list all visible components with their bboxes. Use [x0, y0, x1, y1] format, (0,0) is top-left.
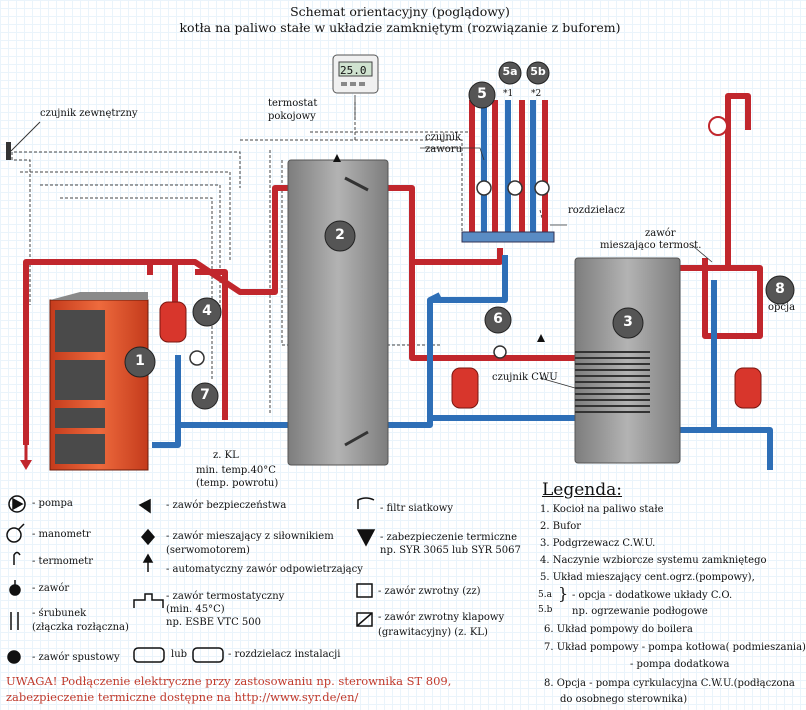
air-vent-icon	[333, 154, 341, 162]
buffer-tank	[287, 159, 389, 466]
valve-sensor-label-1: czujnik	[425, 132, 462, 143]
legend-item-5ab-2: np. ogrzewanie podłogowe	[572, 606, 708, 617]
legend-item-5ab-1: - opcja - dodatkowe układy C.O.	[572, 590, 733, 601]
badge-5a: 5a	[502, 65, 518, 78]
legend-item-7: 7. Układ pompowy - pompa kotłowa( podmie…	[544, 642, 806, 653]
outdoor-sensor-label: czujnik zewnętrzny	[40, 108, 138, 119]
legend-item-5: 5. Układ mieszający cent.ogrz.(pompowy),	[540, 572, 755, 583]
badge-2: 2	[335, 227, 345, 243]
badge-4: 4	[202, 303, 212, 319]
circuit-pumps	[189, 180, 550, 366]
badge-3: 3	[623, 314, 633, 330]
symbol-pump-desc: - pompa	[32, 498, 73, 509]
symbol-manifold-desc: - rozdzielacz instalacji	[228, 649, 341, 660]
symbol-thermal-protection-desc-1: - zabezpieczenie termiczne	[380, 532, 518, 543]
legend-symbols	[6, 495, 376, 664]
dhw-sensor-label: czujnik CWU	[492, 372, 558, 383]
symbol-or-word: lub	[171, 649, 188, 660]
mixing-thermostatic-label-2: mieszająco termost.	[600, 240, 702, 251]
return-min-temp-label-1: min. temp.40°C	[196, 465, 276, 476]
option-label: opcja	[768, 302, 796, 313]
symbol-strainer-desc: - filtr siatkowy	[380, 503, 454, 514]
check-valve-kl-label: z. KL	[213, 450, 239, 461]
symbol-thermal-protection-desc-2: np. SYR 3065 lub SYR 5067	[380, 545, 521, 556]
cold-pipes	[152, 100, 773, 470]
badge-5: 5	[477, 86, 487, 102]
room-thermostat-label-2: pokojowy	[268, 111, 316, 122]
room-thermostat-icon	[332, 54, 379, 94]
legend-item-8b: do osobnego sterownika)	[560, 694, 688, 705]
symbol-swing-check-desc-2: (grawitacyjny) (z. KL)	[378, 627, 488, 638]
hot-pipes	[23, 93, 763, 445]
symbol-air-vent-desc: - automatyczny zawór odpowietrzający	[166, 564, 363, 575]
mixing-thermostatic-label-1: zawór	[645, 228, 676, 239]
symbol-thermostatic-valve-desc-3: np. ESBE VTC 500	[166, 617, 261, 628]
air-vent-icon-2	[537, 334, 545, 342]
symbol-mixing-valve-desc-1: - zawór mieszający z siłownikiem	[166, 531, 334, 542]
component-badges	[124, 61, 795, 410]
symbol-mixing-valve-desc-2: (serwomotorem)	[166, 545, 250, 556]
room-thermostat-label-1: termostat	[268, 98, 318, 109]
symbol-union-desc-2: (złączka rozłączna)	[32, 622, 129, 633]
symbol-union-desc-1: - śrubunek	[32, 608, 87, 619]
symbol-thermostatic-valve-desc-2: (min. 45°C)	[166, 604, 225, 615]
legend-item-8: 8. Opcja - pompa cyrkulacyjna C.W.U.(pod…	[544, 678, 795, 689]
badge-1: 1	[135, 353, 145, 369]
badge-6: 6	[493, 311, 503, 327]
symbol-swing-check-desc-1: - zawór zwrotny klapowy	[378, 612, 505, 623]
label-leaders	[354, 95, 713, 389]
page-title-line-1: Schemat orientacyjny (poglądowy)	[290, 4, 510, 19]
star-1-label: *1	[503, 89, 514, 99]
symbol-manometer-desc: - manometr	[32, 529, 91, 540]
star-2-label: *2	[531, 89, 542, 99]
symbol-check-valve-desc: - zawór zwrotny (zz)	[378, 586, 481, 597]
warning-line-2: zabezpieczenie termiczne dostępne na htt…	[6, 690, 359, 704]
legend-item-1: 1. Kocioł na paliwo stałe	[540, 504, 664, 515]
legend-sub-5b: 5.b	[538, 605, 553, 615]
legend-item-3: 3. Podgrzewacz C.W.U.	[540, 538, 656, 549]
legend-title: Legenda:	[542, 480, 622, 500]
radiator-icon	[708, 116, 728, 136]
badge-5b: 5b	[530, 65, 546, 78]
legend-item-7b: - pompa dodatkowa	[630, 659, 730, 670]
symbol-drain-valve-desc: - zawór spustowy	[32, 652, 120, 663]
dhw-tank	[574, 257, 681, 464]
return-min-temp-label-2: (temp. powrotu)	[196, 478, 279, 489]
symbol-thermometer-desc: - termometr	[32, 556, 93, 567]
outdoor-sensor-icon	[6, 121, 41, 160]
legend-brace: }	[558, 584, 569, 603]
boiler	[49, 292, 149, 471]
legend-item-6: 6. Układ pompowy do boilera	[544, 624, 693, 635]
badge-8: 8	[775, 281, 785, 297]
distributor-label: rozdzielacz	[568, 205, 625, 216]
page-title-line-2: kotła na paliwo stałe w układzie zamknię…	[179, 20, 621, 35]
symbol-thermostatic-valve-desc-1: - zawór termostatyczny	[166, 591, 285, 602]
badge-7: 7	[200, 387, 210, 403]
legend-item-2: 2. Bufor	[540, 521, 582, 532]
distributor-manifold	[461, 231, 555, 243]
expansion-vessels	[159, 301, 762, 409]
symbol-valve-desc: - zawór	[32, 583, 70, 594]
valve-sensor-label-2: zaworu	[425, 144, 463, 155]
legend-item-4: 4. Naczynie wzbiorcze systemu zamknięteg…	[540, 555, 767, 566]
dhw-coil	[575, 351, 650, 413]
symbol-safety-valve-desc: - zawór bezpieczeństwa	[166, 500, 287, 511]
drain-arrow-head-icon	[20, 460, 32, 470]
thermostat-display: 25.0	[340, 64, 367, 77]
warning-line-1: UWAGA! Podłączenie elektryczne przy zast…	[6, 674, 452, 688]
legend-sub-5a: 5.a	[538, 590, 552, 600]
